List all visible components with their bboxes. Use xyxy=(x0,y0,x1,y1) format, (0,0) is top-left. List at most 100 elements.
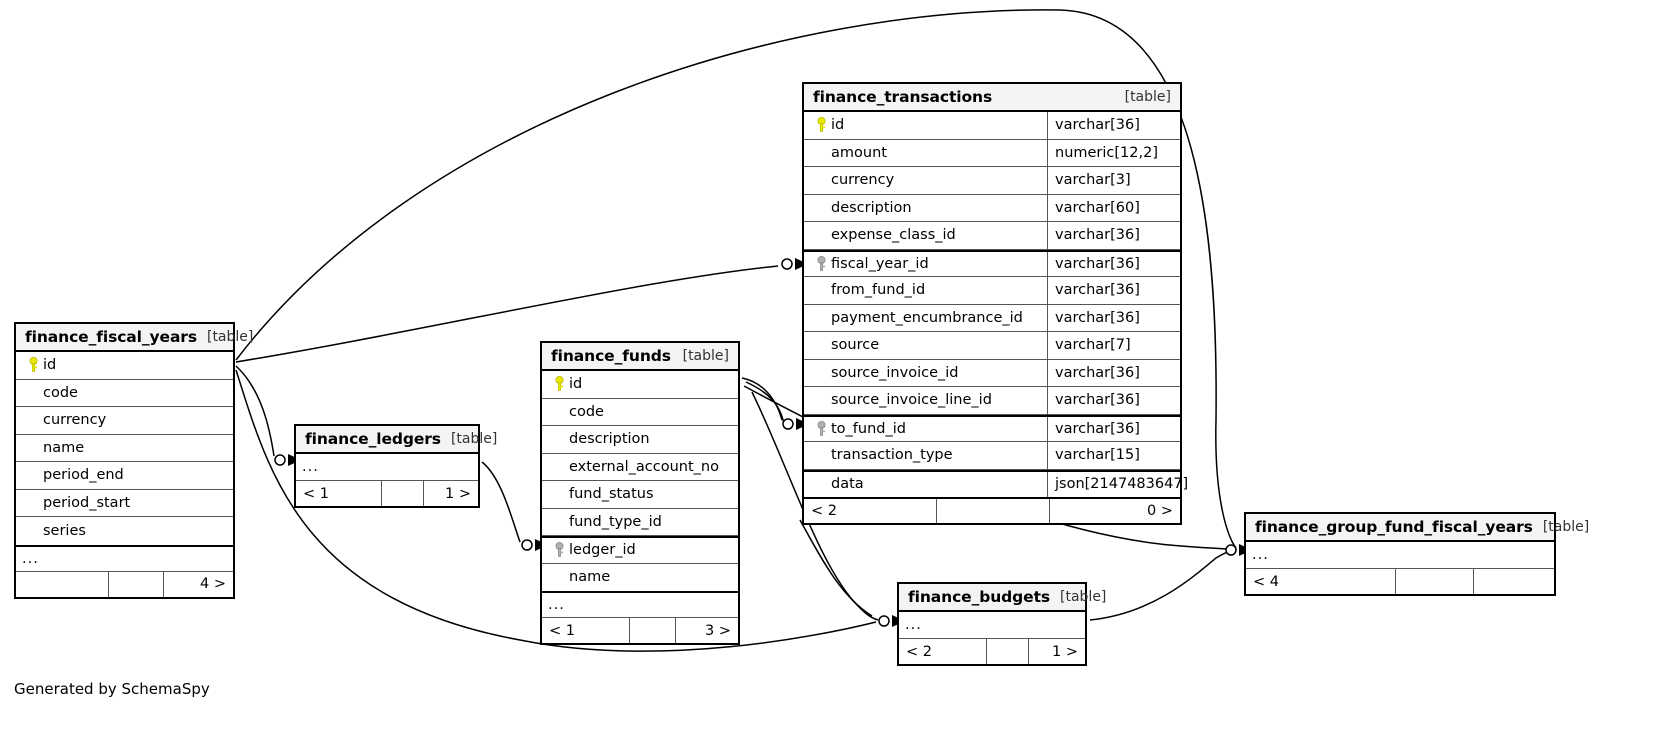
table-row[interactable]: name xyxy=(16,435,233,462)
column-name-cell: name xyxy=(542,569,738,585)
table-row[interactable]: source_invoice_id varchar[36] xyxy=(804,359,1180,387)
table-row[interactable]: payment_encumbrance_id varchar[36] xyxy=(804,304,1180,332)
table-row[interactable]: id xyxy=(542,371,738,399)
column-type: json[2147483647] xyxy=(1047,471,1188,497)
table-node-finance-funds[interactable]: finance_funds [table] id xyxy=(540,341,740,645)
column-label: fund_type_id xyxy=(569,513,662,530)
column-name-cell: code xyxy=(542,404,738,420)
column-name-cell: expense_class_id xyxy=(804,227,1047,243)
column-type: varchar[36] xyxy=(1047,304,1180,331)
more-columns-indicator: ... xyxy=(1252,547,1269,563)
table-node-finance-fiscal-years[interactable]: finance_fiscal_years [table] id xyxy=(14,322,253,599)
column-label: name xyxy=(569,569,611,586)
column-label: fund_status xyxy=(569,486,654,503)
column-label: amount xyxy=(831,144,887,161)
footer-child-count: 1 > xyxy=(1052,643,1078,660)
table-header: finance_budgets [table] xyxy=(899,584,1106,612)
table-title: finance_budgets xyxy=(908,588,1051,606)
table-row[interactable]: fiscal_year_id varchar[36] xyxy=(804,249,1180,277)
column-label: from_fund_id xyxy=(831,282,926,299)
footer-child-count: 3 > xyxy=(705,622,731,639)
footer-parent-count: < 1 xyxy=(296,481,382,506)
footer-parent-count: < 2 xyxy=(899,639,987,664)
table-row[interactable]: external_account_no xyxy=(542,454,738,481)
table-title: finance_group_fund_fiscal_years xyxy=(1255,518,1533,536)
table-node-finance-budgets[interactable]: finance_budgets [table] ... < 2 1 > xyxy=(897,582,1106,666)
column-list: id code description external_account_no xyxy=(542,371,738,591)
column-label: to_fund_id xyxy=(831,420,906,437)
footer-parent-count: < 2 xyxy=(804,499,937,523)
column-name-cell: description xyxy=(542,431,738,447)
table-node-finance-group-fund-fiscal-years[interactable]: finance_group_fund_fiscal_years [table] … xyxy=(1244,512,1589,596)
column-label: source xyxy=(831,337,880,354)
table-footer: 4 > xyxy=(16,570,233,597)
table-row[interactable]: description xyxy=(542,426,738,454)
footer-parent-count xyxy=(16,571,109,597)
table-row[interactable]: description varchar[60] xyxy=(804,194,1180,222)
table-row[interactable]: expense_class_id varchar[36] xyxy=(804,222,1180,250)
table-type-tag: [table] xyxy=(682,348,729,364)
column-name-cell: source xyxy=(804,337,1047,353)
column-label: name xyxy=(43,439,85,456)
column-name-cell: payment_encumbrance_id xyxy=(804,310,1047,326)
footer-child-count: 1 > xyxy=(445,485,471,502)
table-row[interactable]: id varchar[36] xyxy=(804,112,1180,140)
table-row[interactable]: source varchar[7] xyxy=(804,332,1180,360)
column-label: id xyxy=(43,357,57,374)
column-type: varchar[36] xyxy=(1047,359,1180,386)
column-label: code xyxy=(43,384,78,401)
table-row[interactable]: data json[2147483647] xyxy=(804,469,1188,497)
table-row[interactable]: period_start xyxy=(16,490,233,517)
table-row[interactable]: transaction_type varchar[15] xyxy=(804,442,1180,470)
table-row[interactable]: name xyxy=(542,564,738,592)
column-label: id xyxy=(569,376,583,393)
table-node-finance-ledgers[interactable]: finance_ledgers [table] ... < 1 1 > xyxy=(294,424,497,508)
footer-middle xyxy=(937,499,1050,523)
table-row[interactable]: from_fund_id varchar[36] xyxy=(804,277,1180,305)
column-name-cell: fund_type_id xyxy=(542,514,738,530)
column-type: varchar[60] xyxy=(1047,194,1180,221)
table-row[interactable]: fund_status xyxy=(542,481,738,509)
footer-middle xyxy=(630,618,676,643)
table-header: finance_group_fund_fiscal_years [table] xyxy=(1246,514,1589,542)
column-label: currency xyxy=(831,172,895,189)
more-columns-indicator: ... xyxy=(905,617,922,633)
column-label: code xyxy=(569,403,604,420)
table-type-tag: [table] xyxy=(1060,589,1107,605)
column-name-cell: amount xyxy=(804,145,1047,161)
more-columns-indicator: ... xyxy=(542,591,738,617)
column-name-cell: external_account_no xyxy=(542,459,738,475)
footer-child-count xyxy=(1474,569,1554,594)
column-type: varchar[7] xyxy=(1047,332,1180,359)
table-row[interactable]: code xyxy=(542,399,738,426)
table-row[interactable]: series xyxy=(16,517,233,545)
column-label: currency xyxy=(43,412,107,429)
fk-key-icon xyxy=(549,542,569,558)
column-name-cell: code xyxy=(16,385,233,401)
column-name-cell: from_fund_id xyxy=(804,282,1047,298)
table-footer: < 2 1 > xyxy=(899,638,1085,664)
table-row[interactable]: currency varchar[3] xyxy=(804,167,1180,195)
column-label: id xyxy=(831,117,845,134)
footer-child-count: 0 > xyxy=(1147,503,1173,519)
footer-middle xyxy=(109,571,164,597)
table-row[interactable]: source_invoice_line_id varchar[36] xyxy=(804,387,1180,415)
table-node-finance-transactions[interactable]: finance_transactions [table] id varchar[… xyxy=(802,82,1188,525)
column-type: numeric[12,2] xyxy=(1047,139,1180,166)
table-row[interactable]: currency xyxy=(16,407,233,435)
table-row[interactable]: id xyxy=(16,352,233,380)
column-type: varchar[3] xyxy=(1047,167,1180,194)
table-row[interactable]: to_fund_id varchar[36] xyxy=(804,414,1180,442)
footer-middle xyxy=(1396,569,1474,594)
table-row[interactable]: period_end xyxy=(16,462,233,490)
table-row[interactable]: fund_type_id xyxy=(542,509,738,536)
table-title: finance_ledgers xyxy=(305,430,441,448)
column-label: description xyxy=(831,199,912,216)
column-list: id code currency name xyxy=(16,352,233,545)
column-name-cell: transaction_type xyxy=(804,447,1047,463)
table-row[interactable]: ledger_id xyxy=(542,536,738,564)
table-row[interactable]: amount numeric[12,2] xyxy=(804,139,1180,167)
table-title: finance_fiscal_years xyxy=(25,328,197,346)
table-row[interactable]: code xyxy=(16,380,233,407)
